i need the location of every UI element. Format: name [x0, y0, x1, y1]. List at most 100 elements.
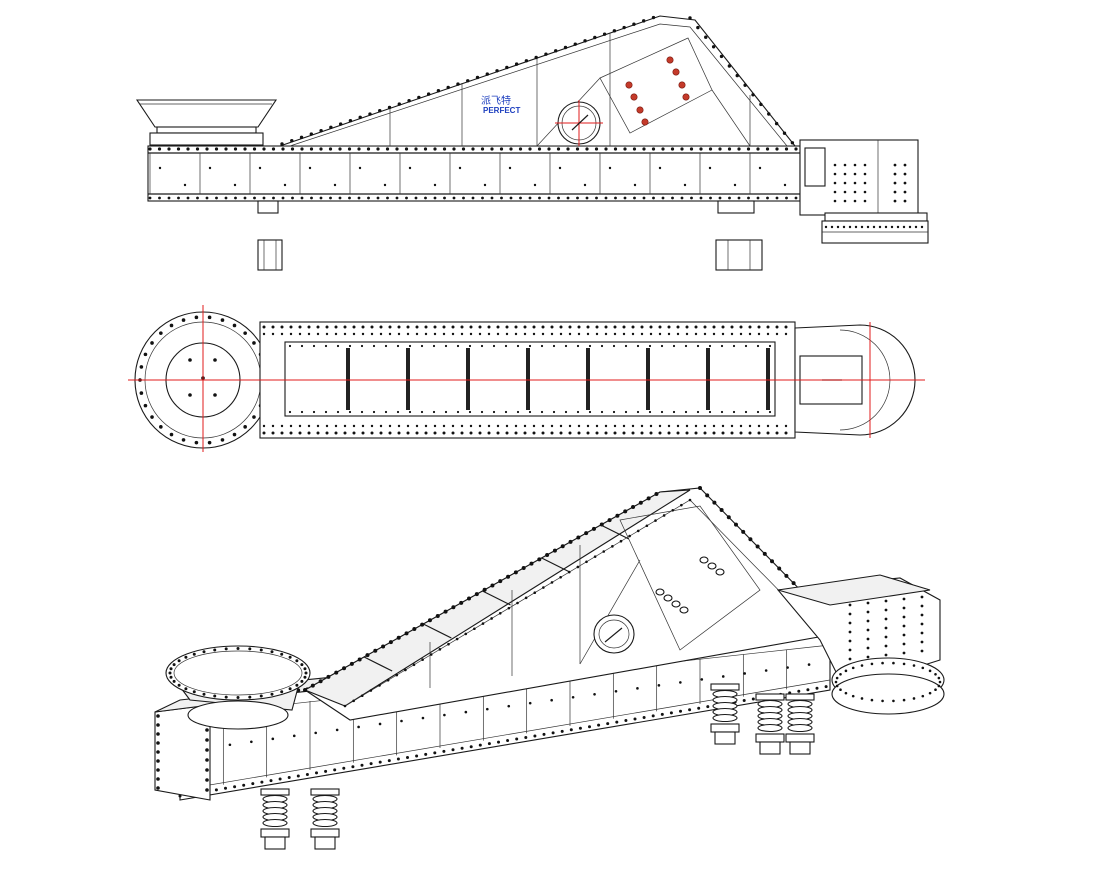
bolt	[424, 196, 427, 200]
bolt	[373, 648, 378, 653]
bolt	[842, 225, 846, 229]
bolt	[379, 325, 383, 329]
bolt	[721, 332, 725, 336]
spring-base	[310, 828, 340, 838]
bolt	[737, 196, 741, 200]
bolt	[462, 196, 465, 200]
bolt	[542, 732, 546, 736]
bolt	[912, 697, 916, 700]
bolt	[426, 92, 431, 96]
bolt	[547, 147, 551, 151]
exciter-bolt	[672, 68, 680, 76]
bolt	[514, 424, 518, 428]
bolt	[676, 332, 680, 336]
bolt	[559, 431, 563, 435]
bolt	[490, 617, 493, 620]
bolt	[652, 196, 655, 200]
bolt	[732, 410, 736, 414]
bolt	[424, 325, 428, 329]
bolt	[513, 570, 518, 575]
bolt	[585, 196, 589, 200]
bolt	[485, 72, 489, 76]
bolt	[406, 325, 410, 329]
bolt	[573, 42, 577, 46]
bolt	[554, 49, 558, 53]
bolt	[595, 431, 599, 435]
bolt	[232, 432, 237, 437]
bolt	[768, 410, 772, 414]
bolt	[360, 694, 364, 697]
bolt	[688, 708, 692, 712]
spring-cap	[260, 788, 290, 796]
bolt	[705, 493, 710, 498]
bolt	[324, 344, 328, 348]
bolt	[458, 166, 462, 170]
bolt	[205, 748, 209, 752]
bolt	[372, 410, 376, 414]
bolt	[528, 701, 532, 705]
bolt	[262, 147, 266, 151]
bolt	[584, 531, 589, 536]
bolt	[699, 147, 703, 151]
bolt	[642, 196, 646, 200]
bolt	[632, 22, 636, 26]
bolt	[694, 431, 698, 435]
bolt	[361, 332, 365, 336]
bolt	[388, 424, 392, 428]
bolt	[361, 424, 365, 428]
iso-exciter-housing	[303, 486, 831, 721]
bolt	[670, 147, 675, 151]
bolt	[505, 431, 509, 435]
bolt	[316, 332, 320, 336]
bolt	[739, 325, 743, 329]
bolt	[645, 524, 649, 528]
bolt	[500, 196, 503, 200]
bolt	[884, 653, 888, 657]
cross-rib	[346, 348, 350, 410]
bolt	[660, 344, 664, 348]
bolt	[464, 632, 468, 636]
bolt	[490, 583, 495, 588]
bolt	[480, 147, 485, 151]
bolt	[631, 424, 635, 428]
bolt	[613, 424, 617, 428]
bolt	[342, 666, 347, 671]
bolt	[435, 613, 440, 618]
bolt	[253, 196, 256, 200]
bolt	[708, 344, 712, 348]
bolt	[224, 695, 228, 699]
bolt	[921, 666, 925, 670]
bolt	[158, 166, 162, 170]
bolt	[835, 676, 839, 680]
bolt	[433, 196, 437, 200]
bolt	[786, 666, 789, 669]
bolt	[325, 325, 329, 329]
bolt	[765, 147, 770, 151]
bolt	[903, 181, 907, 185]
bolt	[622, 424, 626, 428]
bolt	[528, 410, 532, 414]
bolt	[768, 344, 772, 348]
bolt	[732, 344, 736, 348]
bolt	[305, 772, 309, 776]
bolt	[442, 424, 446, 428]
bolt	[662, 514, 666, 517]
bolt	[676, 424, 680, 428]
bolt	[866, 655, 870, 659]
bolt	[195, 147, 200, 151]
bolt	[541, 325, 545, 329]
bolt	[708, 166, 712, 170]
bolt	[343, 325, 347, 329]
bolt	[478, 424, 482, 428]
cross-rib	[466, 348, 470, 410]
bolt	[271, 332, 275, 336]
bolt	[280, 325, 284, 329]
inlet-flange-plan	[128, 305, 278, 452]
bolt	[459, 600, 464, 605]
bolt	[593, 35, 597, 40]
bolt	[404, 631, 409, 636]
bolt	[848, 630, 852, 634]
spring-foot	[759, 741, 781, 755]
bolt	[469, 325, 473, 329]
bolt	[150, 415, 154, 419]
